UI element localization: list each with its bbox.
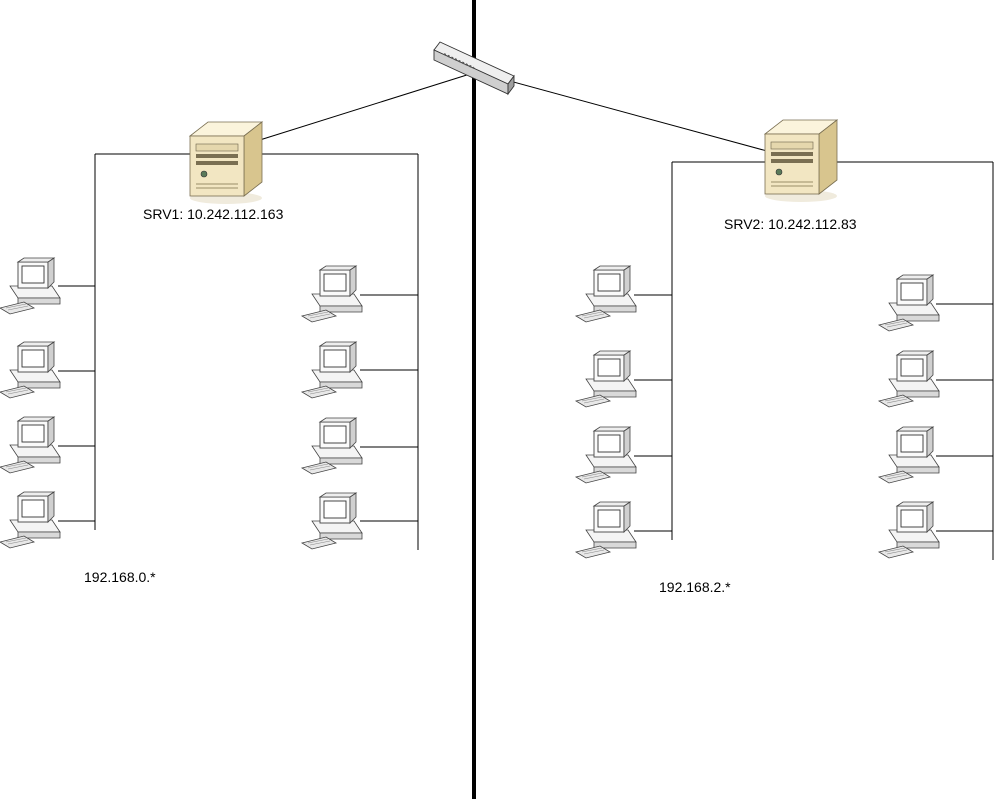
network-right: SRV2: 10.242.112.83 192.168.2.* <box>575 119 994 595</box>
desktop-computer-icon <box>0 257 61 315</box>
desktop-computer-icon <box>575 501 637 559</box>
desktop-computer-icon <box>878 426 940 484</box>
desktop-computer-icon <box>878 350 940 408</box>
desktop-computer-icon <box>575 350 637 408</box>
subnet-label-right: 192.168.2.* <box>659 579 731 595</box>
server-tower-icon <box>764 119 838 203</box>
desktop-computer-icon <box>301 265 363 323</box>
uplink-srv1 <box>227 73 471 151</box>
desktop-computer-icon <box>0 416 61 474</box>
desktop-computer-icon <box>878 501 940 559</box>
desktop-computer-icon <box>575 426 637 484</box>
subnet-label-left: 192.168.0.* <box>84 569 156 585</box>
server-label-srv1: SRV1: 10.242.112.163 <box>143 206 284 222</box>
server-tower-icon <box>189 121 263 205</box>
desktop-computer-icon <box>0 341 61 399</box>
desktop-computer-icon <box>301 341 363 399</box>
desktop-computer-icon <box>301 492 363 550</box>
desktop-computer-icon <box>575 265 637 323</box>
desktop-computer-icon <box>0 491 61 549</box>
server-label-srv2: SRV2: 10.242.112.83 <box>724 216 857 232</box>
network-left: SRV1: 10.242.112.163 192.168.0.* <box>0 121 419 585</box>
desktop-computer-icon <box>878 274 940 332</box>
uplink-srv2 <box>505 79 801 161</box>
desktop-computer-icon <box>301 417 363 475</box>
